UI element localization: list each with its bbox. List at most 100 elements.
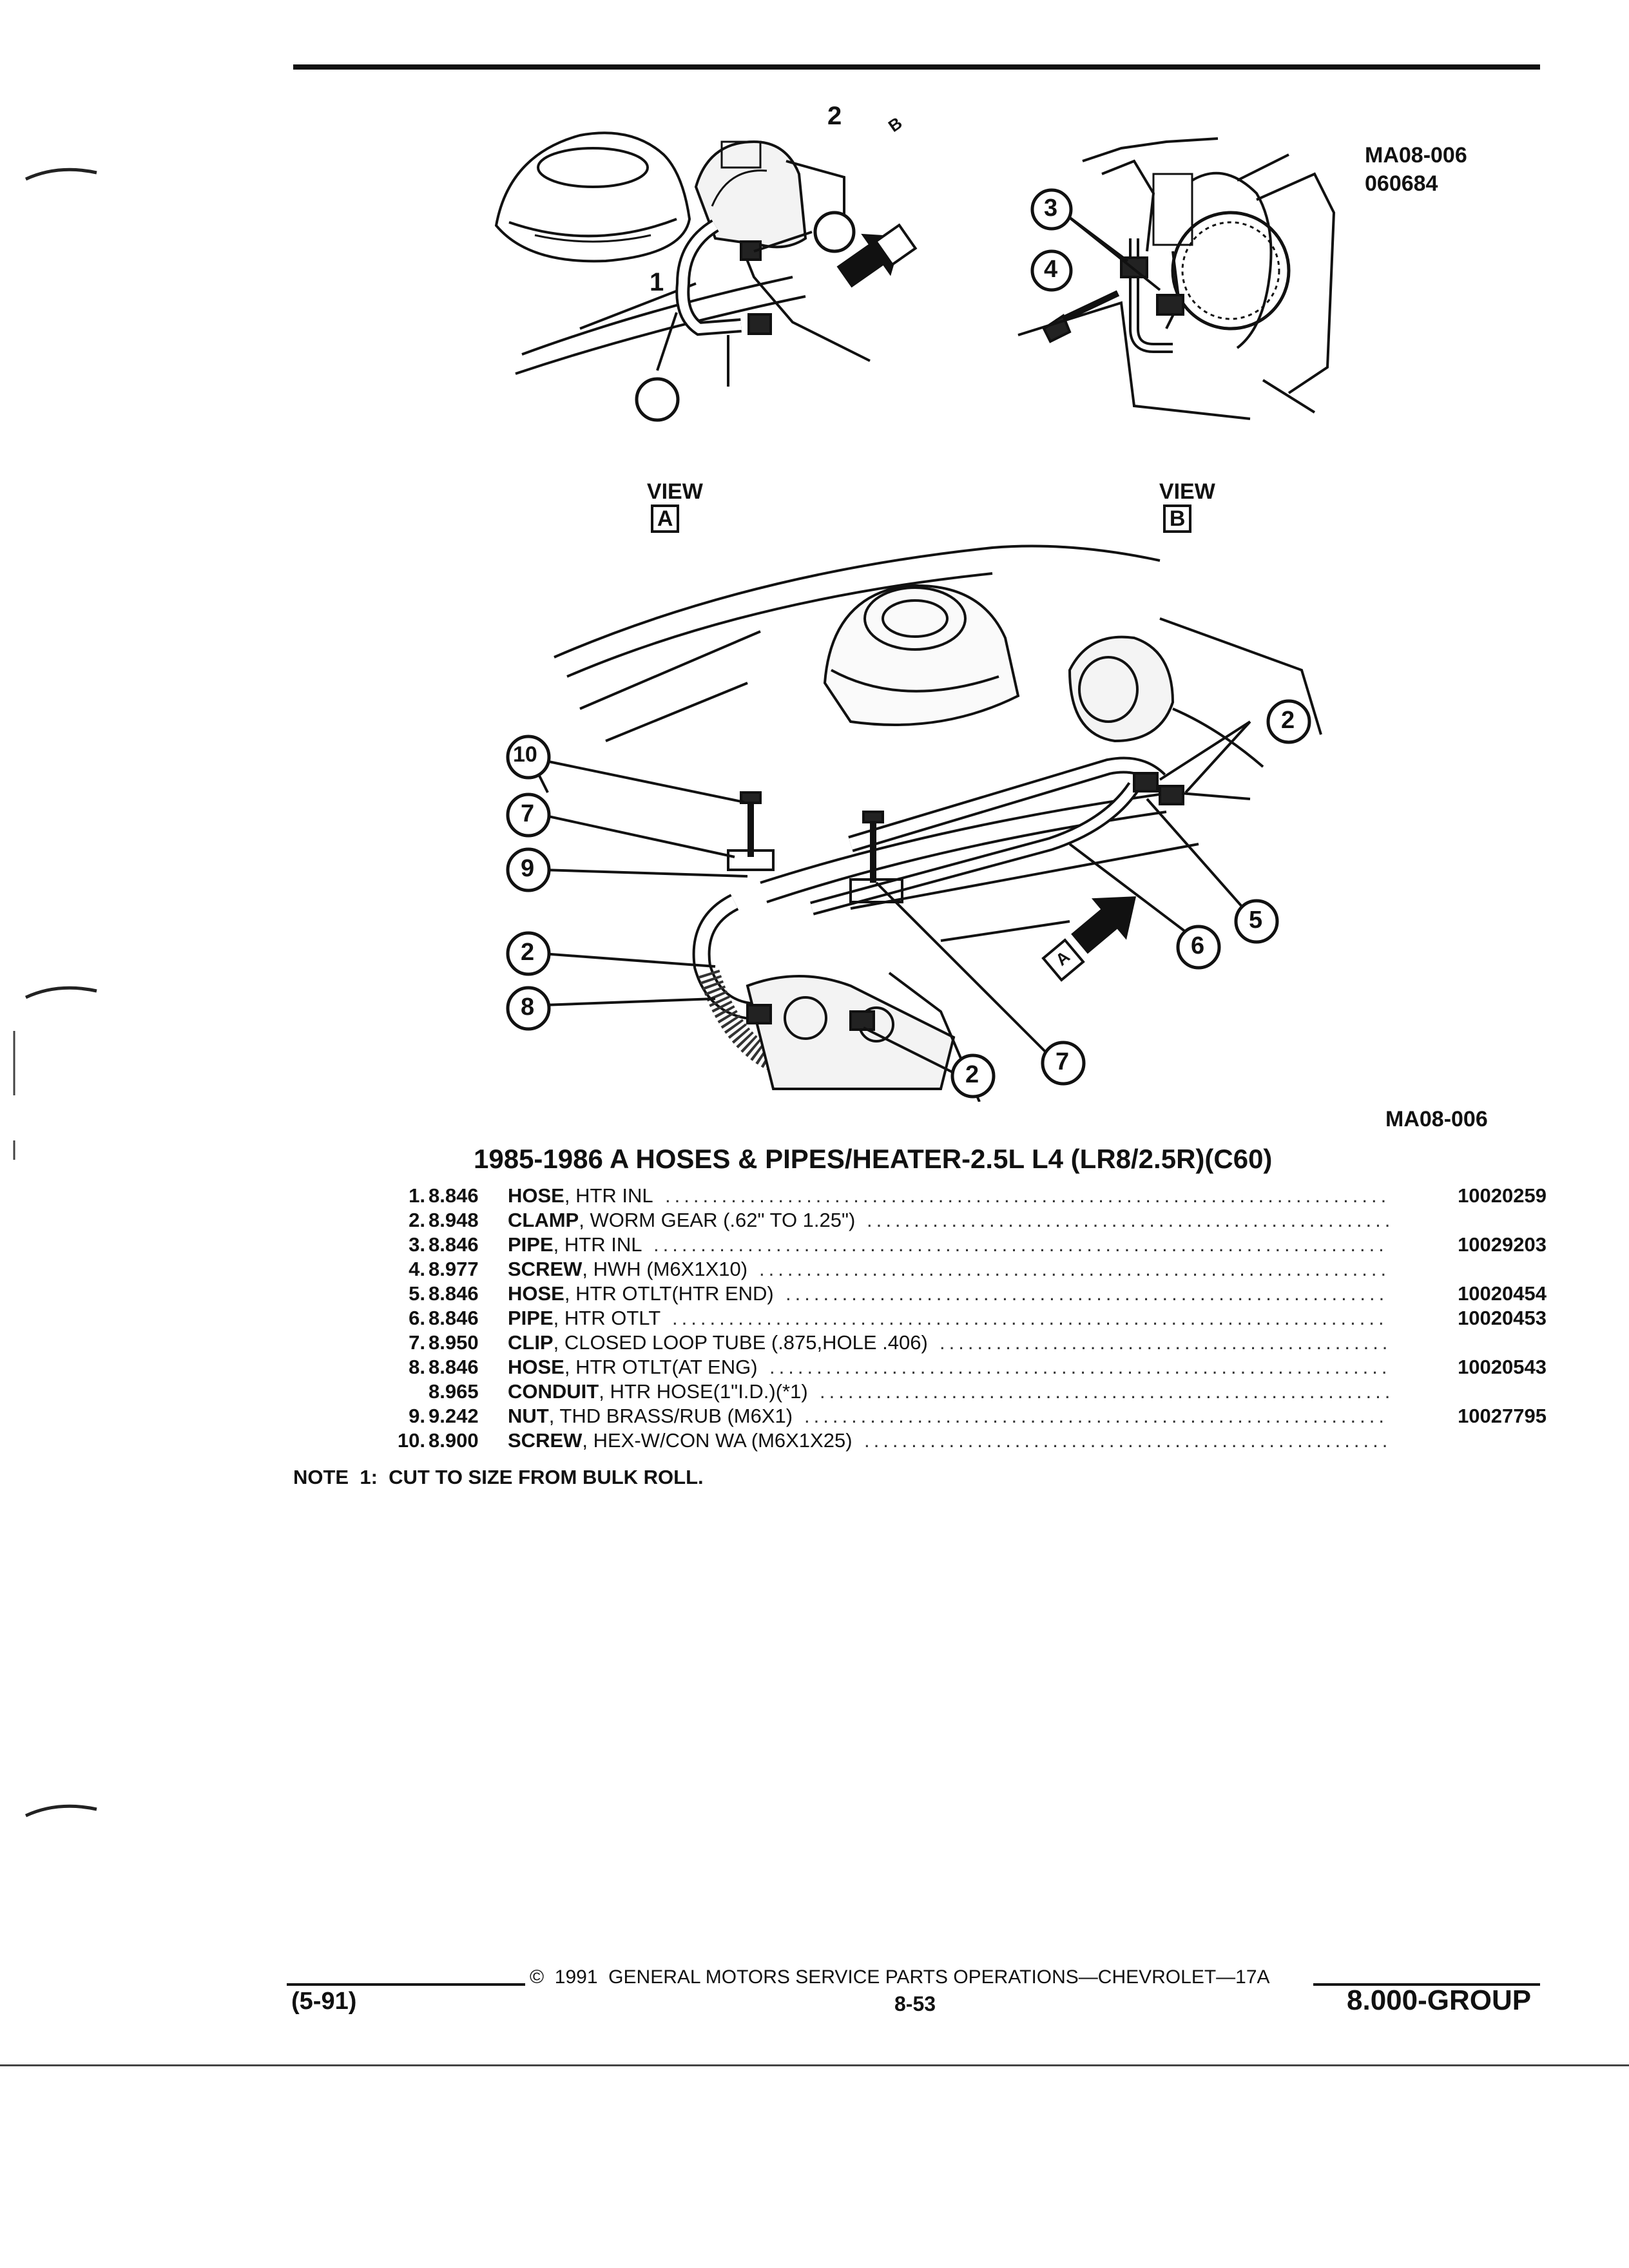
callout-main-6: 6 — [1191, 932, 1205, 959]
part-index: 9. — [409, 1405, 425, 1427]
part-group-number: 8.846 — [429, 1184, 479, 1207]
part-group-number: 8.948 — [429, 1209, 479, 1231]
part-description: HOSE, HTR INL — [508, 1184, 653, 1207]
part-description: PIPE, HTR INL — [508, 1233, 642, 1256]
parts-row: 6.8.846 PIPE, HTR OTLT...................… — [348, 1307, 1547, 1331]
leader-dots: ........................................… — [665, 1184, 1389, 1207]
part-name: SCREW — [508, 1429, 583, 1452]
view-a-illustration: 1 2 B — [483, 102, 954, 451]
part-detail: , THD BRASS/RUB (M6X1) — [548, 1405, 793, 1427]
callout-main-2-right: 2 — [1281, 707, 1295, 734]
callout-main-8: 8 — [521, 994, 535, 1021]
margin-marks — [13, 168, 97, 1818]
figure-date-top: 060684 — [1365, 171, 1438, 196]
part-group-number: 9.242 — [429, 1405, 479, 1427]
part-number: 10020543 — [1458, 1356, 1547, 1378]
parts-row: 5.8.846 HOSE, HTR OTLT(HTR END)..........… — [348, 1282, 1547, 1307]
footer-rule-right — [1313, 1983, 1540, 1986]
part-detail: , HTR INL — [553, 1233, 642, 1256]
part-group-number: 8.900 — [429, 1429, 479, 1452]
part-description: NUT, THD BRASS/RUB (M6X1) — [508, 1405, 793, 1428]
part-index: 1. — [409, 1184, 425, 1207]
part-detail: , HTR HOSE(1"I.D.)(*1) — [599, 1380, 808, 1403]
callout-main-7-bottom: 7 — [1055, 1048, 1070, 1075]
part-detail: , HTR INL — [564, 1184, 653, 1207]
leader-dots: ........................................… — [672, 1307, 1389, 1329]
note: NOTE 1: CUT TO SIZE FROM BULK ROLL. — [293, 1466, 704, 1488]
parts-row: 8.965 CONDUIT, HTR HOSE(1"I.D.)(*1)......… — [348, 1380, 1547, 1405]
part-index: 10. — [397, 1429, 425, 1452]
view-a-label: VIEW A — [635, 454, 703, 533]
view-b-letter-box: B — [1162, 505, 1192, 533]
leader-dots: ........................................… — [769, 1356, 1389, 1378]
leader-dots: ........................................… — [786, 1282, 1389, 1305]
part-index: 7. — [409, 1331, 425, 1354]
footer-copyright: © 1991 GENERAL MOTORS SERVICE PARTS OPER… — [530, 1966, 1270, 1988]
part-name: PIPE — [508, 1307, 554, 1329]
part-group-number: 8.965 — [429, 1380, 479, 1403]
parts-row: 9.9.242 NUT, THD BRASS/RUB (M6X1)........… — [348, 1405, 1547, 1429]
part-name: HOSE — [508, 1184, 564, 1207]
leader-dots: ........................................… — [867, 1209, 1389, 1231]
part-number: 10027795 — [1458, 1405, 1547, 1427]
callout-view-b-3: 3 — [1044, 195, 1058, 222]
callout-main-10: 10 — [513, 742, 537, 767]
part-index: 5. — [409, 1282, 425, 1305]
part-number: 10020454 — [1458, 1282, 1547, 1305]
part-index: 8. — [409, 1356, 425, 1378]
part-name: CLAMP — [508, 1209, 579, 1231]
leader-dots: ........................................… — [864, 1429, 1389, 1452]
part-description: CLIP, CLOSED LOOP TUBE (.875,HOLE .406) — [508, 1331, 928, 1354]
footer-page-number: 8-53 — [894, 1992, 936, 2015]
part-name: CONDUIT — [508, 1380, 599, 1403]
leader-dots: ........................................… — [759, 1258, 1389, 1280]
part-group-number: 8.846 — [429, 1356, 479, 1378]
part-name: PIPE — [508, 1233, 554, 1256]
part-group-number: 8.846 — [429, 1307, 479, 1329]
callout-main-9: 9 — [521, 855, 535, 882]
section-title: 1985-1986 A HOSES & PIPES/HEATER-2.5L L4… — [474, 1144, 1273, 1174]
main-illustration: 10 7 9 2 8 2 7 6 5 2 A — [490, 522, 1334, 1102]
part-name: CLIP — [508, 1331, 554, 1354]
callout-view-a-2: 2 — [827, 102, 842, 130]
part-name: HOSE — [508, 1282, 564, 1305]
part-detail: , CLOSED LOOP TUBE (.875,HOLE .406) — [553, 1331, 928, 1354]
view-b-label: VIEW B — [1147, 454, 1215, 533]
callout-main-7: 7 — [521, 800, 535, 827]
footer-date-code: (5-91) — [291, 1988, 357, 2015]
callout-main-5: 5 — [1249, 907, 1263, 934]
callout-main-2-left: 2 — [521, 939, 535, 966]
callout-view-b-4: 4 — [1044, 256, 1058, 283]
part-number: 10020453 — [1458, 1307, 1547, 1329]
footer-rule-left — [287, 1983, 525, 1986]
part-detail: , WORM GEAR (.62" TO 1.25") — [579, 1209, 856, 1231]
part-group-number: 8.846 — [429, 1282, 479, 1305]
part-description: SCREW, HWH (M6X1X10) — [508, 1258, 747, 1281]
part-group-number: 8.846 — [429, 1233, 479, 1256]
callout-view-a-1: 1 — [650, 268, 664, 296]
part-group-number: 8.977 — [429, 1258, 479, 1280]
leader-dots: ........................................… — [820, 1380, 1389, 1403]
view-a-letter-box: A — [650, 505, 680, 533]
part-number: 10029203 — [1458, 1233, 1547, 1256]
view-b-illustration: 3 4 — [1005, 135, 1340, 425]
parts-row: 1.8.846 HOSE, HTR INL....................… — [348, 1184, 1547, 1209]
part-detail: , HTR OTLT(HTR END) — [564, 1282, 774, 1305]
part-index: 4. — [409, 1258, 425, 1280]
footer-group: 8.000-GROUP — [1347, 1984, 1532, 2016]
parts-row: 4.8.977 SCREW, HWH (M6X1X10).............… — [348, 1258, 1547, 1282]
part-name: SCREW — [508, 1258, 583, 1280]
part-detail: , HWH (M6X1X10) — [582, 1258, 748, 1280]
part-number: 10020259 — [1458, 1184, 1547, 1207]
leader-dots: ........................................… — [804, 1405, 1389, 1427]
figure-id-top: MA08-006 — [1365, 143, 1467, 168]
part-description: HOSE, HTR OTLT(HTR END) — [508, 1282, 774, 1305]
part-description: PIPE, HTR OTLT — [508, 1307, 660, 1330]
part-index: 6. — [409, 1307, 425, 1329]
part-description: CLAMP, WORM GEAR (.62" TO 1.25") — [508, 1209, 855, 1232]
